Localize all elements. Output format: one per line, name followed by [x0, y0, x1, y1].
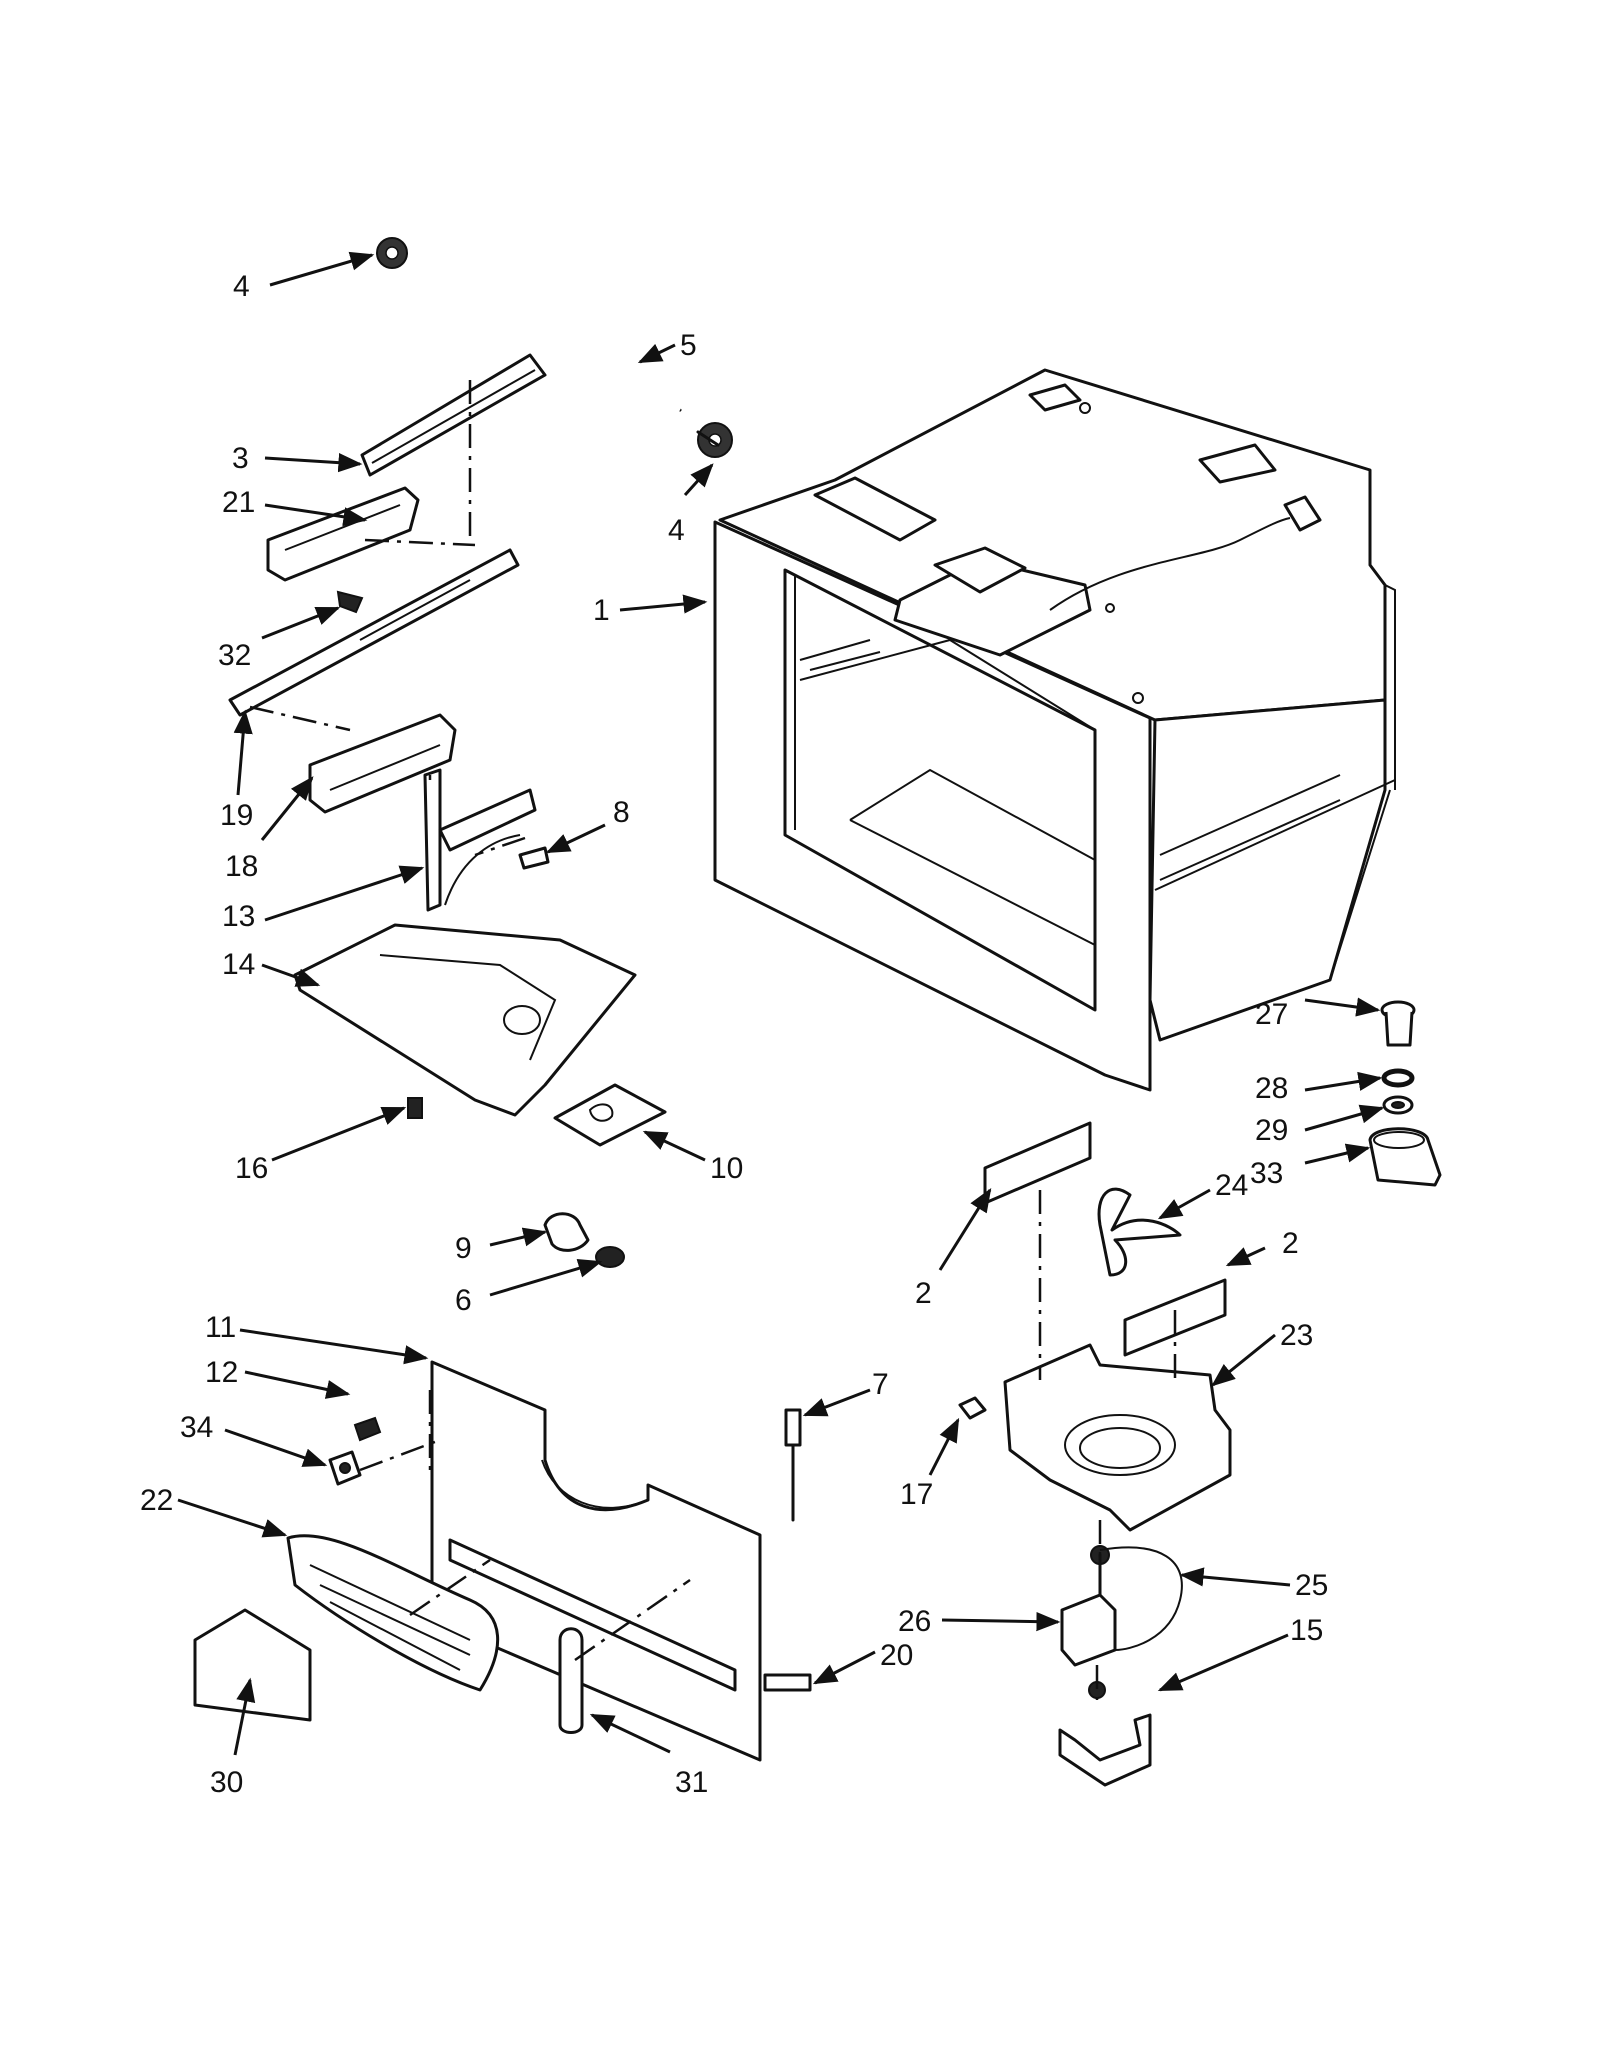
- part-grille: [286, 1534, 500, 1692]
- callout-2-left: 2: [915, 1277, 932, 1310]
- callout-6: 6: [455, 1284, 472, 1317]
- callout-19: 19: [220, 799, 253, 832]
- callout-11: 11: [205, 1311, 236, 1344]
- part-duct: [193, 1608, 312, 1722]
- callout-33: 33: [1250, 1157, 1283, 1190]
- part-top-rail: [360, 353, 547, 477]
- part-pad-upper: [983, 1121, 1092, 1205]
- callout-21: 21: [222, 486, 255, 519]
- callout-27: 27: [1255, 998, 1288, 1031]
- callout-32: 32: [218, 639, 251, 672]
- part-clip-16: [407, 1097, 423, 1119]
- callout-7: 7: [872, 1368, 889, 1401]
- callout-26: 26: [898, 1605, 931, 1638]
- callout-1: 1: [593, 594, 610, 627]
- part-thermistor: [784, 1408, 802, 1522]
- part-damper-ring: [1381, 1068, 1415, 1088]
- part-gear-lower: [696, 422, 733, 458]
- callout-28: 28: [1255, 1072, 1288, 1105]
- part-rear-cover: [430, 1360, 762, 1762]
- part-mount-34: [328, 1450, 362, 1486]
- part-side-bracket: [423, 768, 537, 912]
- callout-4-lower: 4: [668, 514, 685, 547]
- callout-23: 23: [1280, 1319, 1313, 1352]
- part-damper-cap: [1380, 1000, 1416, 1047]
- callout-9: 9: [455, 1232, 472, 1265]
- part-floor-pan: [293, 923, 637, 1117]
- part-clip-31: [558, 1627, 584, 1734]
- callout-25: 25: [1295, 1569, 1328, 1602]
- callout-30: 30: [210, 1766, 243, 1799]
- part-screw-12: [353, 1416, 382, 1442]
- part-screw-8: [518, 846, 550, 870]
- callout-17: 17: [900, 1478, 933, 1511]
- part-fan-motor: [1060, 1545, 1117, 1699]
- callout-3: 3: [232, 442, 249, 475]
- callout-20: 20: [880, 1639, 913, 1672]
- callout-4-top: 4: [233, 270, 250, 303]
- callout-2-right: 2: [1282, 1227, 1299, 1260]
- callout-8: 8: [613, 796, 630, 829]
- part-lamp-socket: [595, 1246, 625, 1268]
- callout-labels: 4 5 3 21 4 1 32 19 18 8 13 14 27 28 29 3…: [140, 270, 1328, 1799]
- part-fan-shroud: [1003, 1343, 1232, 1532]
- part-damper-housing: [1368, 1127, 1442, 1187]
- callout-13: 13: [222, 900, 255, 933]
- callout-16: 16: [235, 1152, 268, 1185]
- part-motor-bracket: [1058, 1713, 1152, 1787]
- part-screw-32: [336, 590, 364, 614]
- callout-24: 24: [1215, 1169, 1248, 1202]
- part-rail-bracket: [266, 486, 420, 582]
- callout-34: 34: [180, 1411, 213, 1444]
- callout-31: 31: [675, 1766, 708, 1799]
- callout-15: 15: [1290, 1614, 1323, 1647]
- callout-12: 12: [205, 1356, 238, 1389]
- callout-22: 22: [140, 1484, 173, 1517]
- part-gear-top: [376, 237, 408, 269]
- assembly-lines: [249, 380, 1177, 1700]
- part-fan-blade: [1097, 1187, 1182, 1277]
- part-lamp: [543, 1212, 590, 1252]
- callout-14: 14: [222, 948, 255, 981]
- part-strip: [763, 1673, 812, 1692]
- callout-10: 10: [710, 1152, 743, 1185]
- part-damper-washer: [1382, 1095, 1414, 1115]
- part-freezer-liner: [713, 368, 1396, 1092]
- part-label-sheet: [553, 1083, 667, 1147]
- callout-18: 18: [225, 850, 258, 883]
- part-screw-17: [958, 1396, 987, 1420]
- part-wire-harness: [1099, 1546, 1183, 1651]
- callout-5: 5: [680, 329, 697, 362]
- callout-29: 29: [1255, 1114, 1288, 1147]
- callout-leaders: [177, 251, 1385, 1756]
